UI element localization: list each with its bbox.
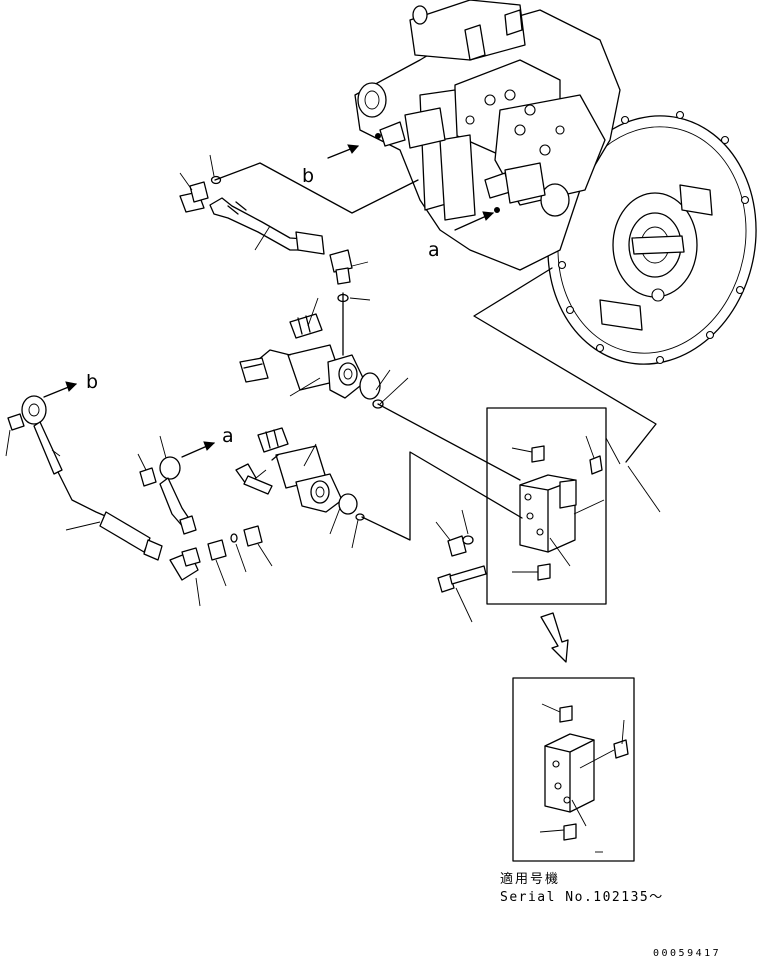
serial-number-label: Serial No.102135～ bbox=[500, 890, 664, 905]
manifold-detail-box bbox=[437, 407, 607, 605]
piping-lines bbox=[214, 162, 657, 541]
applicable-model-label: 適用号機 bbox=[500, 872, 561, 887]
callout-arrow-a-lower: a bbox=[181, 425, 234, 458]
callout-label-a-lower: a bbox=[222, 425, 234, 447]
upper-solenoid-valve bbox=[239, 313, 384, 409]
callout-arrow-b-lower: b bbox=[43, 371, 98, 398]
callout-arrow-b-upper: b bbox=[302, 144, 360, 187]
figure-number: 00059417 bbox=[653, 948, 722, 959]
callout-label-b-upper: b bbox=[302, 165, 314, 187]
lower-solenoid-valve bbox=[257, 427, 365, 521]
callout-label-b-lower: b bbox=[86, 371, 98, 393]
lower-detail-box bbox=[512, 677, 635, 862]
hydraulic-pump-assembly bbox=[354, 0, 757, 365]
upper-hose-assembly bbox=[179, 175, 353, 303]
left-hose-assembly bbox=[7, 395, 273, 581]
down-arrow-icon bbox=[540, 612, 569, 663]
leader-lines bbox=[5, 154, 661, 623]
callout-arrow-a-upper: a bbox=[428, 211, 495, 261]
callout-label-a-upper: a bbox=[428, 239, 440, 261]
